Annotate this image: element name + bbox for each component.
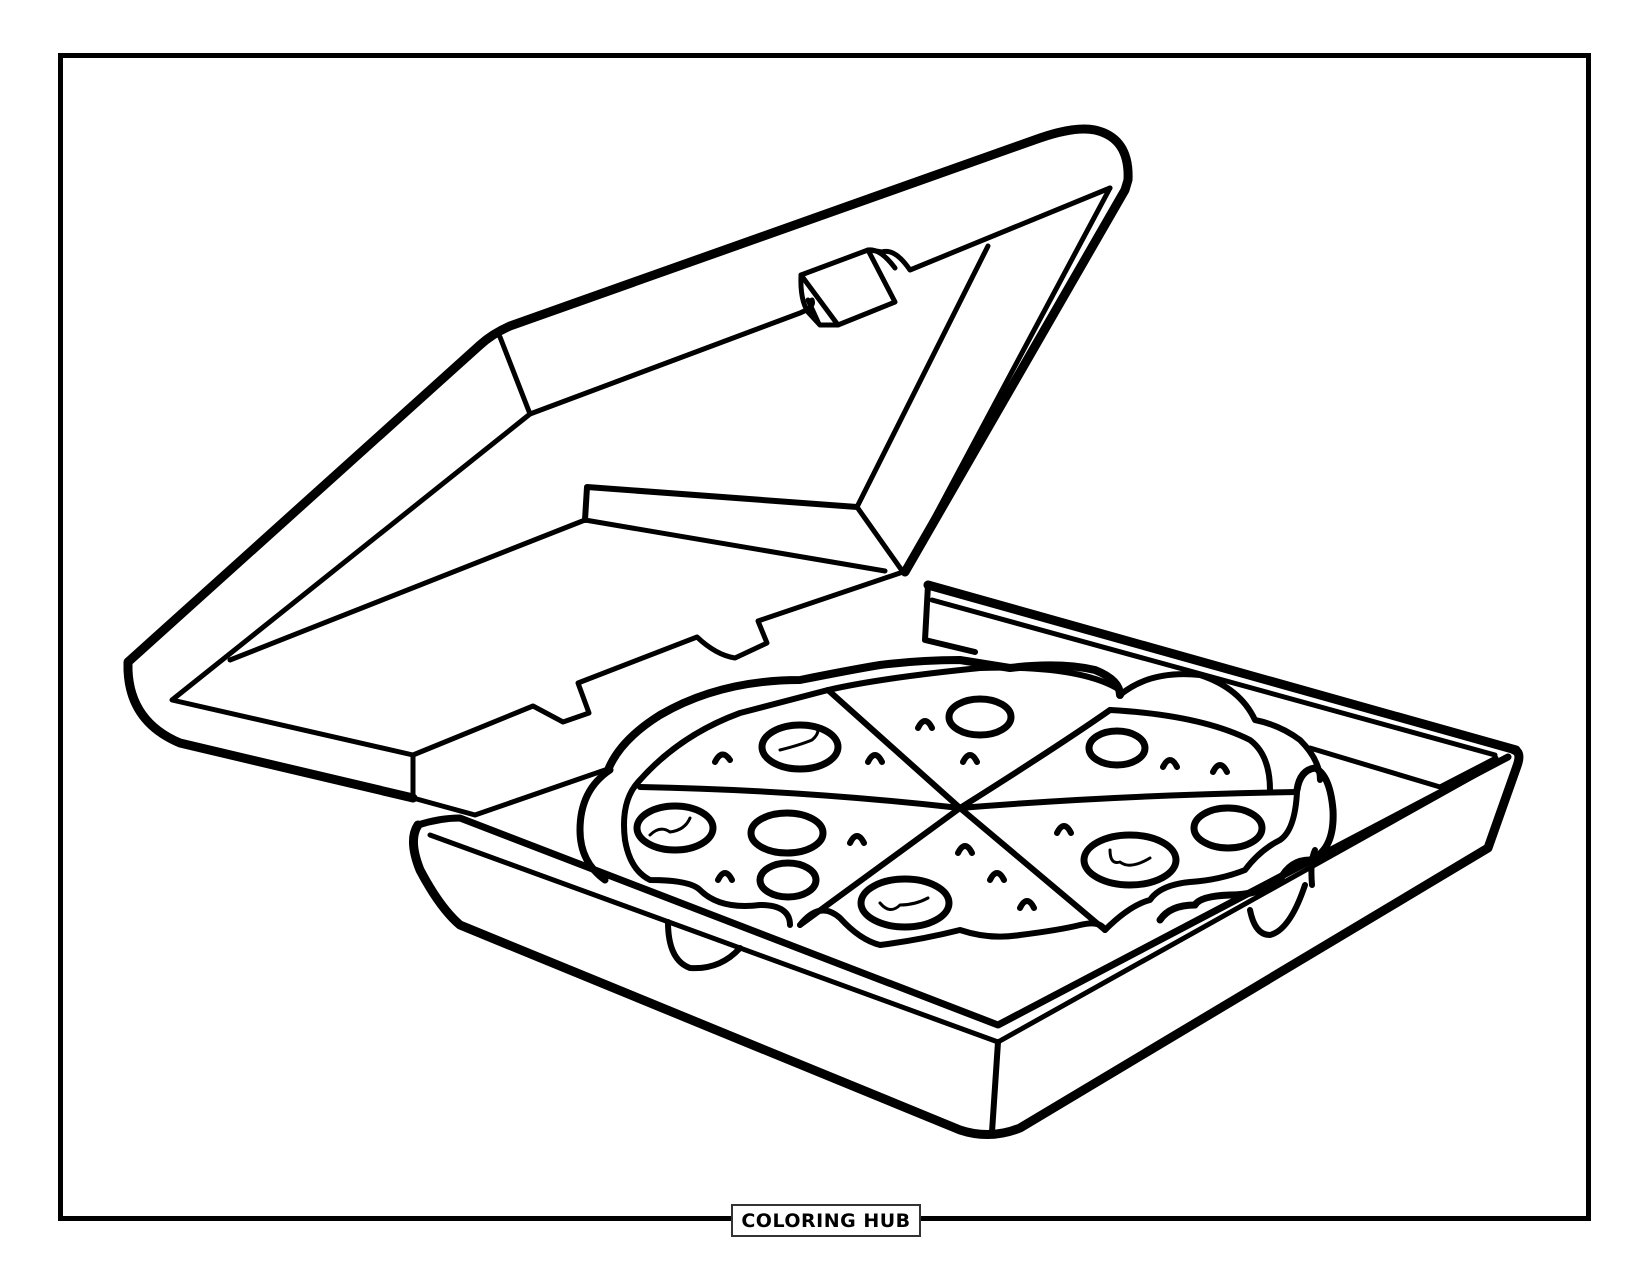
- pepperoni: [758, 721, 842, 773]
- pepperoni: [756, 859, 820, 901]
- pepperoni: [945, 695, 1015, 739]
- pepperoni: [1085, 727, 1149, 769]
- pizza-box-base: [409, 580, 1524, 1139]
- brand-label-text: COLORING HUB: [741, 1209, 911, 1232]
- pepperoni: [1080, 831, 1180, 889]
- pepperoni: [1190, 804, 1266, 852]
- pepperoni-highlights: [648, 728, 1152, 911]
- pizza: [576, 656, 1337, 972]
- pepperoni: [633, 802, 717, 854]
- herbs-group: [712, 718, 1230, 911]
- pizza-box-lid: [123, 124, 1133, 803]
- pepperoni: [747, 809, 827, 857]
- pepperoni-group: [633, 695, 1266, 931]
- pizza-box-lid-tab: [798, 247, 898, 328]
- brand-label: COLORING HUB: [731, 1204, 921, 1237]
- pepperoni: [857, 875, 953, 931]
